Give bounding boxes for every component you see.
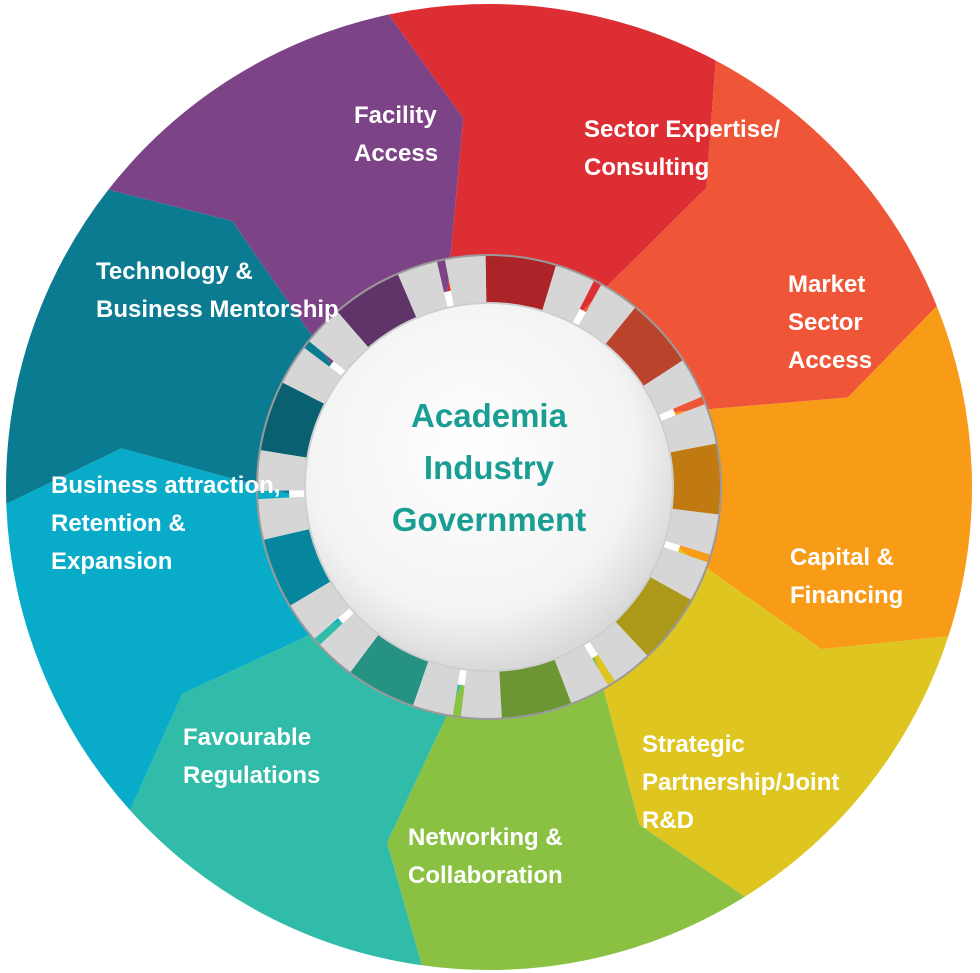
ring-tile-grey — [542, 264, 595, 324]
ring-tile-grey — [308, 311, 369, 372]
center-label-line: Industry — [424, 449, 555, 486]
center-ring — [256, 254, 722, 720]
segment-networking-collaboration — [130, 620, 462, 966]
segment-favourable-regulations — [6, 448, 341, 811]
segment-label-line: Sector — [788, 309, 863, 336]
center-label-line: Government — [392, 501, 586, 538]
ring-tile-shade — [350, 634, 429, 707]
segments-layer — [5, 4, 972, 970]
ring-tile-networking-collaboration — [350, 634, 429, 707]
ring-tile-grey — [257, 496, 310, 540]
segment-label-line: Financing — [790, 582, 903, 609]
segment-label-line: Retention & — [51, 510, 186, 537]
ring-tile-grey — [554, 644, 609, 704]
segment-label-line: Access — [788, 347, 872, 374]
ring-tile-grey — [589, 621, 648, 682]
ring-tile-grey — [281, 347, 343, 405]
segment-label-line: Regulations — [183, 762, 320, 789]
segment-market-sector-access — [674, 306, 972, 650]
center-label-line: Academia — [411, 397, 568, 434]
ring-tile-grey — [397, 260, 448, 318]
segment-label-line: Favourable — [183, 724, 311, 751]
segment-label-line: Business attraction, — [51, 472, 280, 499]
ring-tile-shade — [259, 382, 325, 458]
ring-tile-grey — [649, 546, 709, 601]
ring-tile-grey — [319, 612, 379, 673]
ring-tile-shade — [499, 659, 572, 719]
ring-tile-grey — [444, 255, 487, 307]
ring-tile-strategic-partnership — [499, 659, 572, 719]
segment-technology-mentorship — [108, 14, 464, 364]
ring-tile-grey — [578, 284, 636, 345]
ring-tile-shade — [337, 273, 417, 348]
ring-tile-grey — [460, 669, 502, 719]
segment-label-line: Market — [788, 271, 865, 298]
ring-tile-grey — [289, 581, 351, 640]
ring-tile-capital-financing — [614, 576, 692, 657]
ring-tile-sector-expertise — [605, 307, 684, 387]
segment-label-line: Facility — [354, 102, 437, 129]
segment-label-networking-collaboration: Networking & Collaboration — [408, 824, 563, 889]
ring-tile-business-attraction — [259, 382, 325, 458]
segment-label-line: Access — [354, 140, 438, 167]
segment-label-line: Technology & — [96, 258, 253, 285]
segment-label-line: Sector Expertise/ — [584, 116, 780, 143]
segment-label-line: Expansion — [51, 548, 172, 575]
ring-tile-grey — [642, 359, 703, 416]
segment-facility-access — [388, 4, 716, 311]
segment-label-line: Networking & — [408, 824, 563, 851]
segment-strategic-partnership — [387, 656, 745, 970]
segment-capital-financing — [594, 548, 949, 897]
segment-sector-expertise — [582, 60, 937, 413]
ring-tile-shade — [485, 255, 557, 311]
ring-tile-shade — [614, 576, 692, 657]
ring-outer-edge — [256, 254, 722, 720]
segment-label-line: Business Mentorship — [96, 296, 339, 323]
segment-label-technology-mentorship: Technology & Business Mentorship — [96, 258, 339, 323]
ring-tile-technology-mentorship — [337, 273, 417, 348]
segment-label-line: R&D — [642, 807, 694, 834]
ring-tile-shade — [669, 443, 721, 515]
segment-label-business-attraction: Business attraction, Retention & Expansion — [51, 472, 280, 575]
segment-label-line: Consulting — [584, 154, 709, 181]
segment-label-sector-expertise: Sector Expertise/Consulting — [584, 116, 780, 181]
ring-tile-shade — [605, 307, 684, 387]
ring-tile-market-sector-access — [669, 443, 721, 515]
ring-tile-grey — [257, 449, 308, 492]
segment-label-line: Strategic — [642, 731, 745, 758]
ring-tile-facility-access — [485, 255, 557, 311]
segment-label-capital-financing: Capital & Financing — [790, 544, 903, 609]
center-hub — [304, 302, 674, 672]
segment-label-line: Collaboration — [408, 862, 563, 889]
ring-tile-grey — [412, 660, 461, 717]
segment-label-line: Partnership/Joint — [642, 769, 839, 796]
segment-label-line: Capital & — [790, 544, 894, 571]
ring-tile-grey — [660, 403, 717, 453]
segment-business-attraction — [5, 189, 332, 504]
ring-tile-grey — [664, 508, 720, 555]
